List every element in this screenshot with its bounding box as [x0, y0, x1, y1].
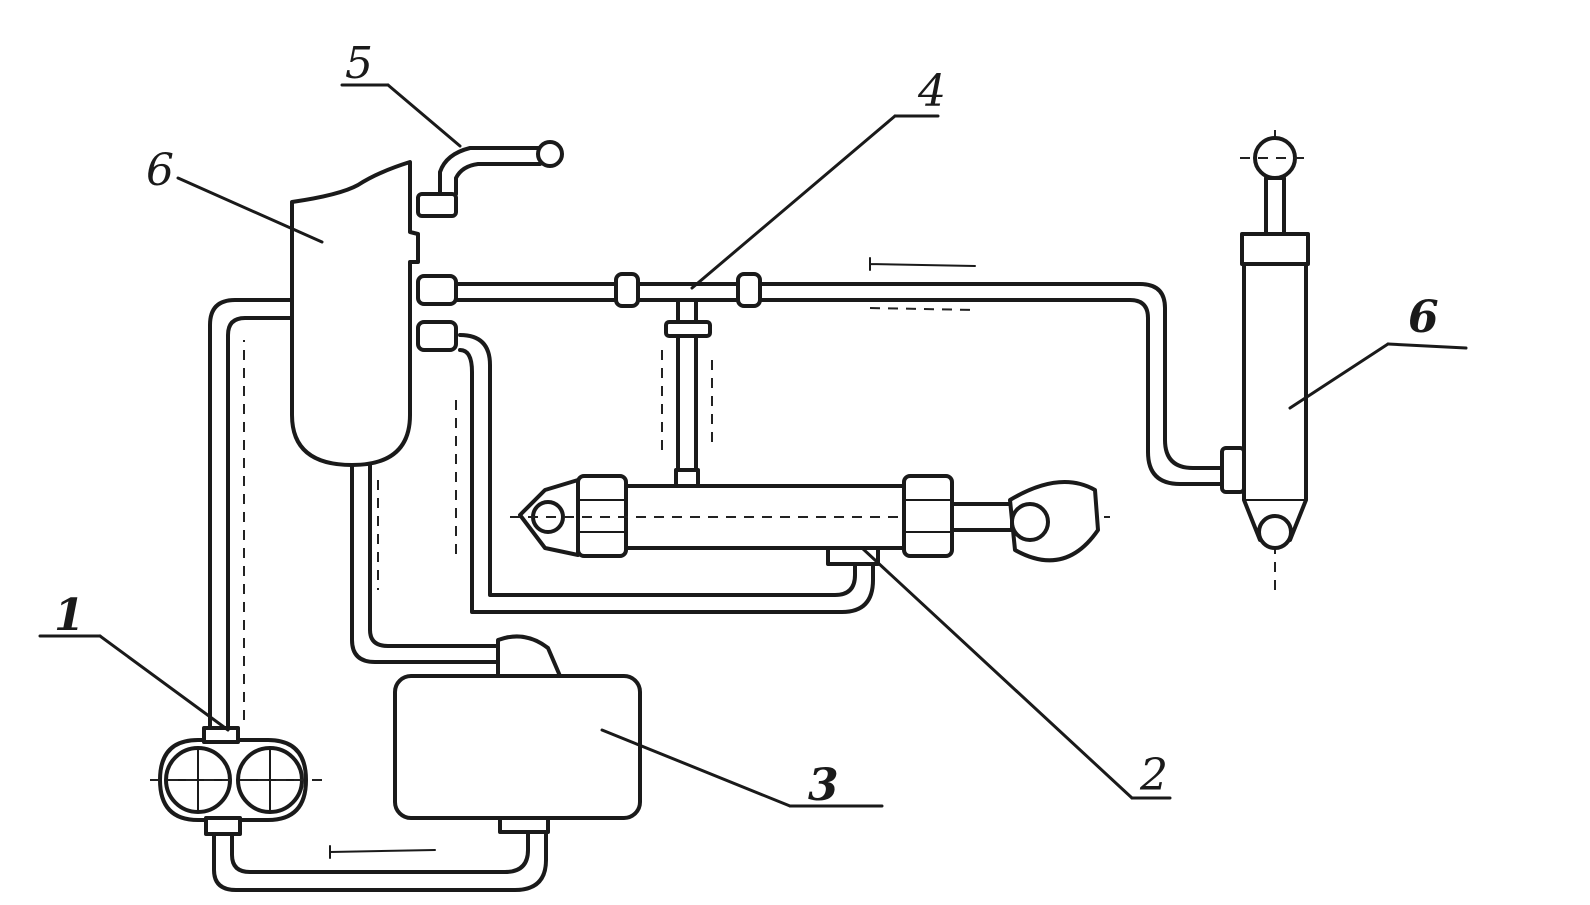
- pipe-tank-to-pump-inner: [212, 818, 548, 892]
- label-tee: 4: [917, 66, 946, 117]
- leader-tee: [690, 114, 897, 290]
- leader-pump-diag: [98, 634, 230, 732]
- coupling-left: [614, 272, 640, 308]
- leader-accumulator: [176, 176, 324, 244]
- hose-inner: [454, 162, 542, 196]
- oil-tank-outlet: [498, 816, 550, 834]
- leader-slave: [1288, 342, 1390, 410]
- pipe-accumulator-to-cylinder-inner: [458, 348, 875, 614]
- leader-cylinder: [860, 546, 1134, 800]
- cylinder-eye-right: [1010, 502, 1050, 542]
- label-tank: 3: [808, 760, 839, 811]
- flow-arrow-bottom: [329, 845, 436, 859]
- label-accumulator: 6: [146, 145, 174, 196]
- flow-arrow-main-top: [869, 257, 976, 271]
- slave-nut: [1240, 232, 1310, 266]
- oil-tank: [393, 674, 642, 820]
- flow-arrow-main-mid: [869, 307, 976, 311]
- cylinder-port-top: [674, 468, 700, 488]
- accumulator-port-top: [416, 192, 458, 218]
- pipe-tank-to-pump: [230, 818, 530, 874]
- pipe-pump-to-accumulator: [208, 298, 297, 747]
- leader-hose: [386, 83, 462, 148]
- label-pump: 1: [54, 590, 85, 641]
- pipe-main-line-inner: [453, 298, 1224, 486]
- label-slave: 6: [1408, 292, 1439, 343]
- pipe-accumulator-to-tank: [350, 463, 500, 664]
- pipe-main-line: [453, 282, 1224, 470]
- label-cylinder: 2: [1139, 750, 1168, 801]
- cylinder-rod: [950, 502, 1014, 532]
- tee-valve: [664, 320, 712, 338]
- pipe-pump-to-accumulator-inner: [226, 316, 297, 747]
- accumulator-port-mid: [416, 274, 458, 306]
- slave-rod: [1264, 176, 1286, 236]
- pipe-accumulator-to-cylinder: [458, 333, 857, 597]
- pump-port-bottom: [204, 816, 242, 836]
- leader-tank: [600, 728, 792, 808]
- pump-port-top: [202, 726, 240, 744]
- hose: [438, 146, 542, 196]
- cylinder-gland-right: [902, 474, 954, 558]
- label-hose: 5: [345, 38, 373, 89]
- coupling-right: [736, 272, 762, 308]
- leader-slave-base: [1386, 342, 1468, 350]
- slave-port: [1220, 446, 1246, 494]
- hose-nozzle: [536, 140, 564, 168]
- slave-bottom-eye: [1257, 514, 1293, 550]
- oil-tank-filler: [496, 634, 562, 678]
- accumulator-body: [290, 160, 420, 467]
- accumulator-port-low: [416, 320, 458, 352]
- pipe-accumulator-to-tank-inner: [368, 463, 500, 648]
